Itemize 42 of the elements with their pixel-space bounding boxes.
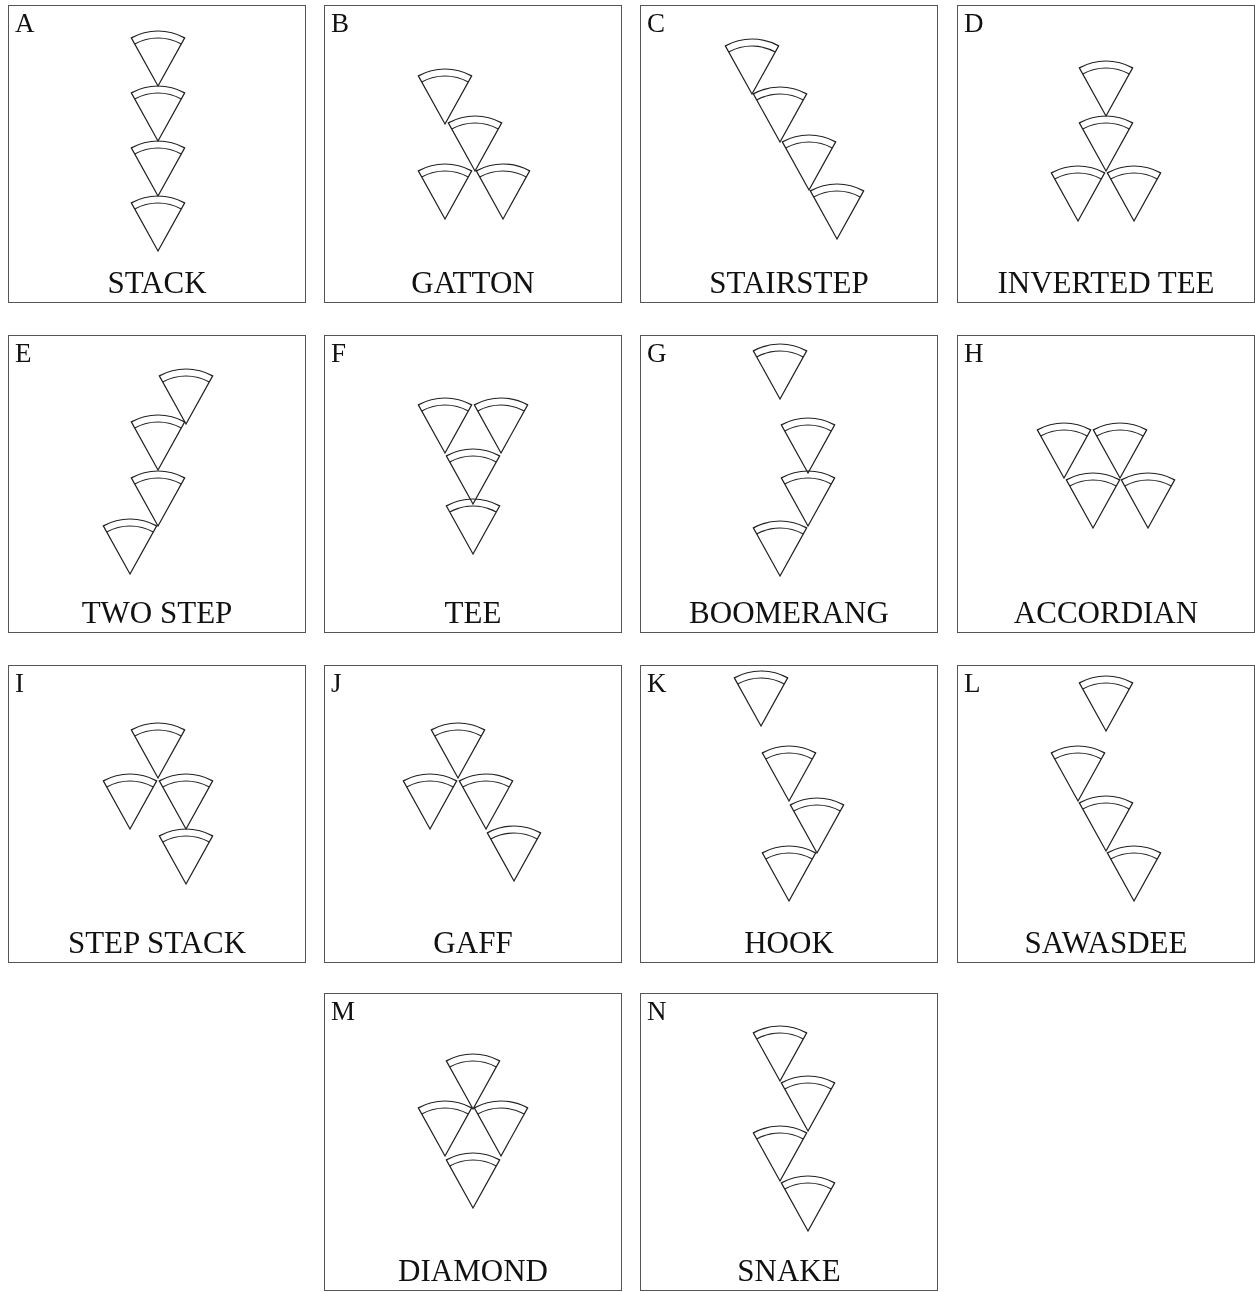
figure-panel — [324, 665, 622, 963]
panel-letter: I — [15, 670, 24, 697]
formation-name: SAWASDEE — [1024, 927, 1188, 958]
formation-name: TEE — [444, 597, 502, 628]
figure-panel — [8, 335, 306, 633]
figure-panel — [8, 665, 306, 963]
panel-letter: B — [331, 10, 349, 37]
figure-panel — [957, 5, 1255, 303]
panel-letter: A — [15, 10, 35, 37]
figure-panel — [640, 335, 938, 633]
panel-letter: L — [964, 670, 981, 697]
panel-letter: N — [647, 998, 667, 1025]
formation-name: SNAKE — [737, 1255, 841, 1286]
formation-name: TWO STEP — [81, 597, 233, 628]
figure-panel — [324, 993, 622, 1291]
figure-panel — [640, 993, 938, 1291]
figure-panel — [640, 5, 938, 303]
panel-letter: M — [331, 998, 355, 1025]
figure-panel — [324, 5, 622, 303]
formation-name: GAFF — [433, 927, 513, 958]
panel-letter: H — [964, 340, 984, 367]
formation-name: ACCORDIAN — [1013, 597, 1199, 628]
figure-panel — [8, 5, 306, 303]
formation-name: DIAMOND — [398, 1255, 548, 1286]
formation-name: STACK — [107, 267, 207, 298]
figure-panel — [957, 665, 1255, 963]
formation-name: HOOK — [744, 927, 834, 958]
formation-name: STAIRSTEP — [709, 267, 869, 298]
formation-name: INVERTED TEE — [997, 267, 1215, 298]
panel-letter: K — [647, 670, 667, 697]
formation-name: GATTON — [411, 267, 535, 298]
formation-name: BOOMERANG — [689, 597, 889, 628]
figure-panel — [324, 335, 622, 633]
formation-name: STEP STACK — [67, 927, 247, 958]
figure-panel — [957, 335, 1255, 633]
panel-letter: C — [647, 10, 665, 37]
figure-panel — [640, 665, 938, 963]
panel-letter: F — [331, 340, 347, 367]
panel-letter: D — [964, 10, 984, 37]
panel-letter: E — [15, 340, 32, 367]
panel-letter: G — [647, 340, 667, 367]
panel-letter: J — [331, 670, 342, 697]
